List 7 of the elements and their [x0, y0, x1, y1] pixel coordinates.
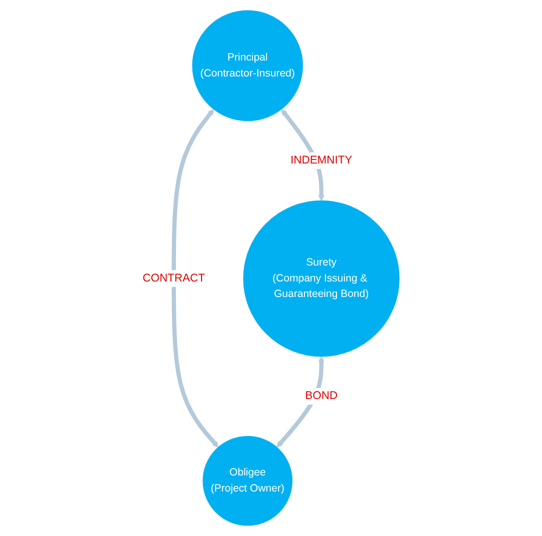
edge-label: BOND	[305, 390, 338, 402]
arrow	[172, 109, 219, 448]
edge-label: INDEMNITY	[290, 154, 352, 166]
edge-label: CONTRACT	[142, 272, 206, 284]
node-circle: Surety (Company Issuing & Guaranteeing Bond)	[243, 200, 400, 357]
node-circle: Principal (Contractor-Insured)	[192, 10, 304, 122]
node-circle: Obligee (Project Owner)	[202, 436, 293, 526]
